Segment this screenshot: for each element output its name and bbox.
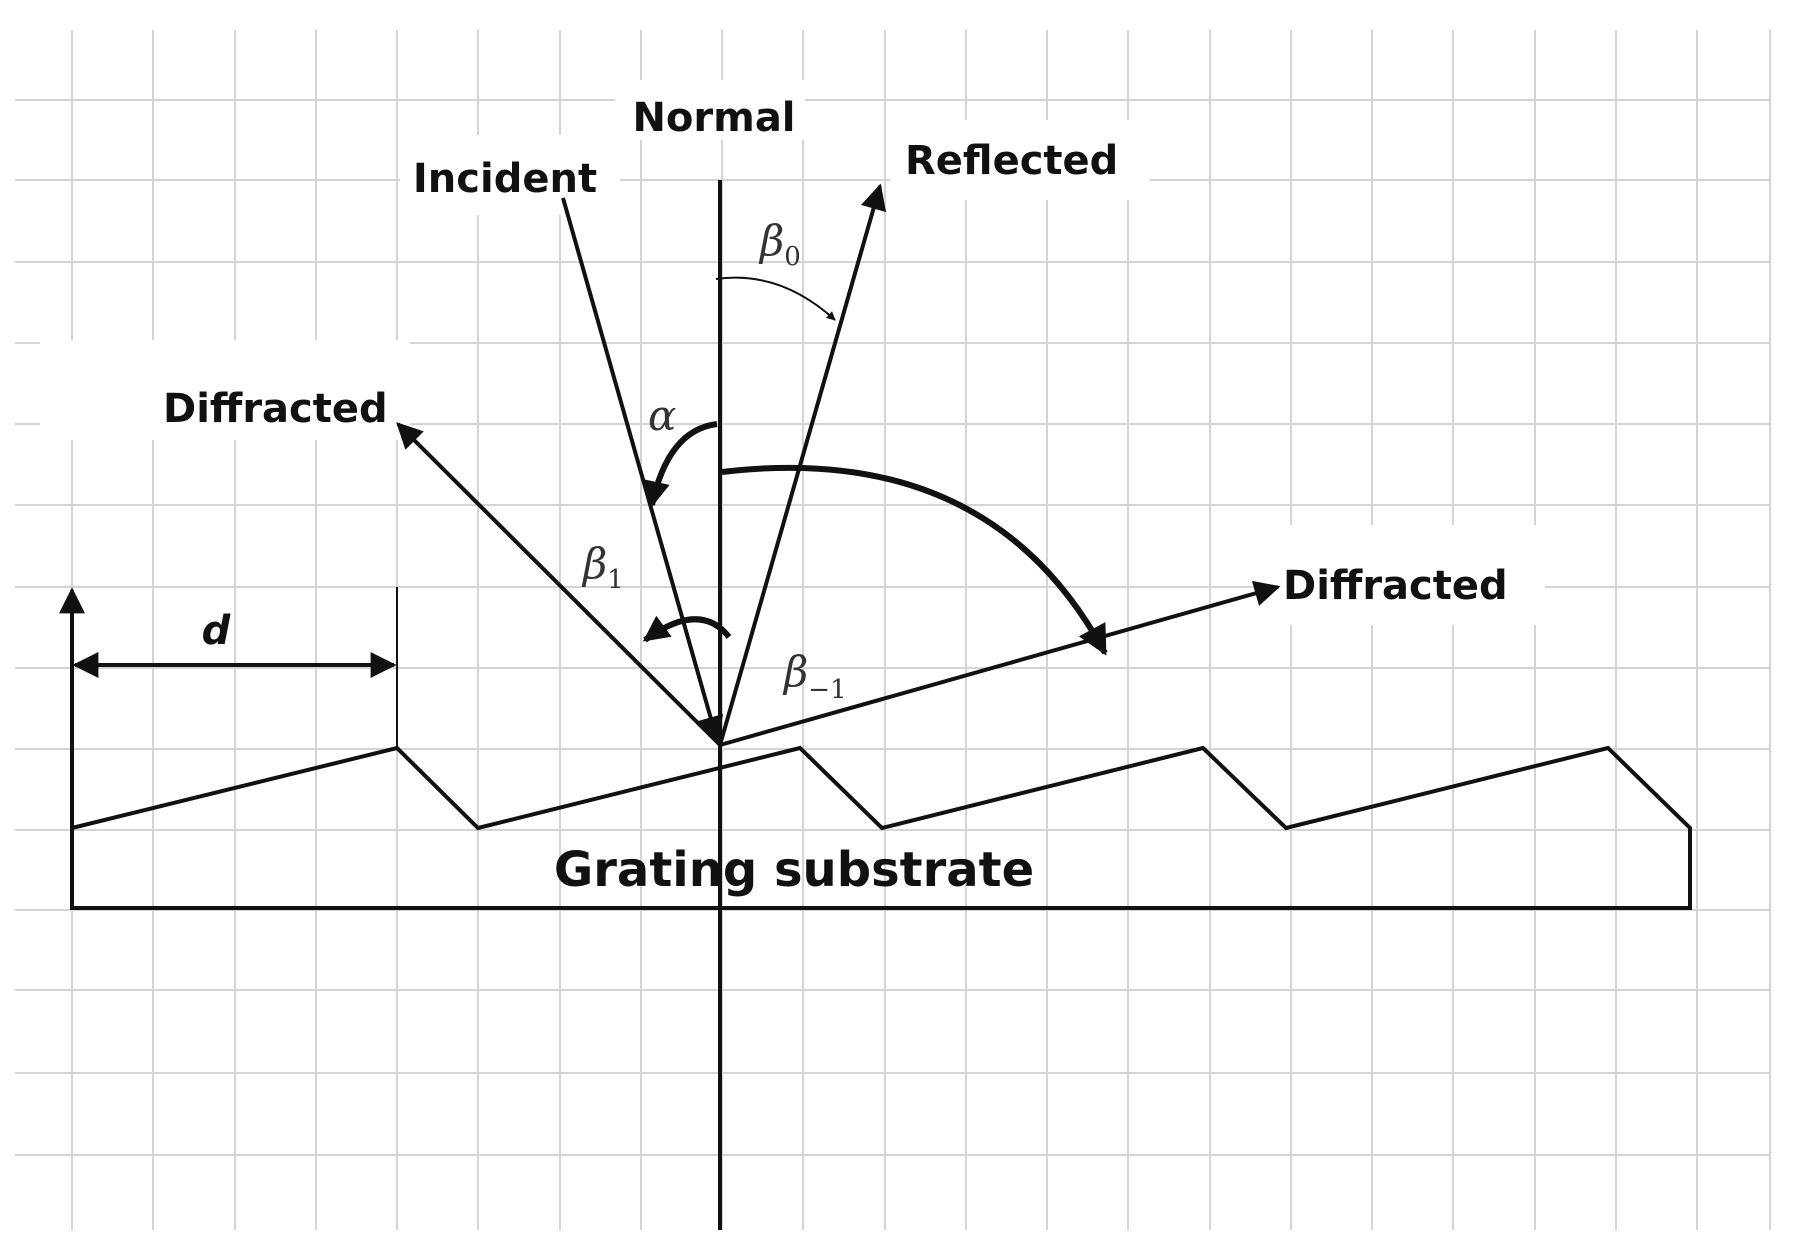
label-backgrounds [40,80,1545,625]
grating-substrate [70,745,1692,910]
beta-minus1-label: β−1 [782,647,847,705]
beta1-arc [642,615,732,643]
beta1-subscript: 1 [607,565,624,595]
beta0-subscript: 0 [784,242,801,272]
beta1-label: β1 [581,539,624,595]
grating-substrate-label: Grating substrate [554,842,1034,898]
alpha-arc [644,421,718,508]
normal-label: Normal [632,95,795,141]
beta-minus1-subscript: −1 [808,675,846,705]
background-grid [15,30,1771,1230]
beta0-arc [715,276,836,321]
beta0-label: β0 [758,216,801,272]
beta0-symbol: β [758,216,784,265]
incident-label: Incident [413,156,597,202]
period-label: d [202,608,231,654]
beta1-symbol: β [581,539,607,588]
diffracted-right-label: Diffracted [1283,563,1508,609]
beta-minus1-arc [721,464,1108,656]
diffracted-right-ray [719,580,1281,747]
diffracted-left-ray [396,422,722,747]
reflected-label: Reflected [905,138,1118,184]
diffracted-left-label: Diffracted [163,386,388,432]
alpha-label: α [648,391,676,440]
incident-ray [561,197,724,743]
beta-minus1-symbol: β [782,647,808,696]
